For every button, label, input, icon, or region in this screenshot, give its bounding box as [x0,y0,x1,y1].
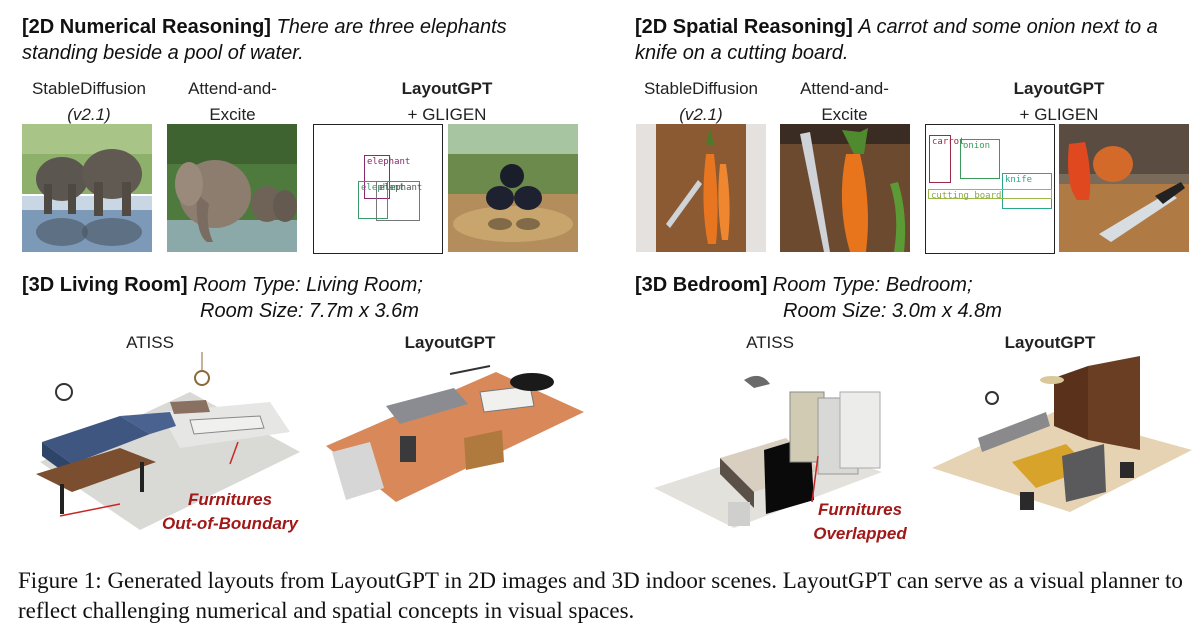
image-gligen-carrot [1059,124,1189,252]
label-stablediffusion: StableDiffusion (v2.1) [643,79,759,124]
scene-atiss-bedroom [650,352,900,532]
panel-2d-spatial: [2D Spatial Reasoning] A carrot and some… [635,14,1195,64]
panel-heading: [2D Numerical Reasoning] There are three… [22,14,582,66]
room-size: Room Size: 3.0m x 4.8m [783,300,1002,322]
label-atiss: ATISS [746,333,794,352]
image-sd-carrot [636,124,766,252]
panel-heading: [3D Bedroom] Room Type: Bedroom; [635,272,1195,298]
panel-heading: [2D Spatial Reasoning] A carrot and some… [635,14,1190,66]
panel-tag: [2D Numerical Reasoning] [22,16,271,38]
image-gligen-elephants [448,124,578,252]
panel-heading: [3D Living Room] Room Type: Living Room; [22,272,582,298]
label-layoutgpt-gligen: LayoutGPT + GLIGEN [401,79,493,124]
panel-2d-numerical: [2D Numerical Reasoning] There are three… [22,14,602,264]
label-layoutgpt-gligen: LayoutGPT + GLIGEN [1013,79,1105,124]
room-size: Room Size: 7.7m x 3.6m [200,300,419,322]
image-sd-elephants [22,124,152,252]
label-attend-and-excite: Attend-and-Excite [800,79,889,124]
label-stablediffusion: StableDiffusion (v2.1) [31,79,147,124]
scene-layoutgpt-living-room [320,352,590,512]
scene-layoutgpt-bedroom [930,352,1194,522]
label-atiss: ATISS [126,333,174,352]
bbox-carrot: carrot [929,135,965,183]
image-ae-carrot [780,124,910,252]
layout-boxes-elephants: elephant elephant elephant [313,124,443,254]
bbox-elephant: elephant [358,181,404,219]
panel-tag: [2D Spatial Reasoning] [635,16,853,38]
panel-prompt: There are three elephants standing besid… [22,16,507,64]
layout-boxes-carrot-onion: carrot onion knife cutting board [925,124,1055,254]
panel-prompt: A carrot and some onion next to a knife … [635,16,1158,64]
bbox-onion: onion [960,139,1000,179]
room-type: Room Type: Bedroom; [772,274,973,296]
label-layoutgpt: LayoutGPT [404,333,496,352]
panel-tag: [3D Living Room] [22,274,188,296]
label-layoutgpt: LayoutGPT [1004,333,1096,352]
bbox-cutting-board: cutting board [928,189,1052,201]
panel-3d-living: [3D Living Room] Room Type: Living Room;… [22,272,582,332]
figure-caption: Figure 1: Generated layouts from LayoutG… [18,568,1183,623]
scene-atiss-living-room [20,352,310,532]
label-attend-and-excite: Attend-and-Excite [188,79,277,124]
image-ae-elephants [167,124,297,252]
room-type: Room Type: Living Room; [193,274,423,296]
bbox-elephant: elephant [364,155,410,199]
panel-3d-bedroom: [3D Bedroom] Room Type: Bedroom; Room Si… [635,272,1195,332]
annotation-out-of-boundary: Furnitures Out-of-Boundary [162,490,298,533]
panel-tag: [3D Bedroom] [635,274,768,296]
annotation-overlapped: Furnitures Overlapped [813,500,907,543]
bbox-elephant: elephant [376,181,422,221]
